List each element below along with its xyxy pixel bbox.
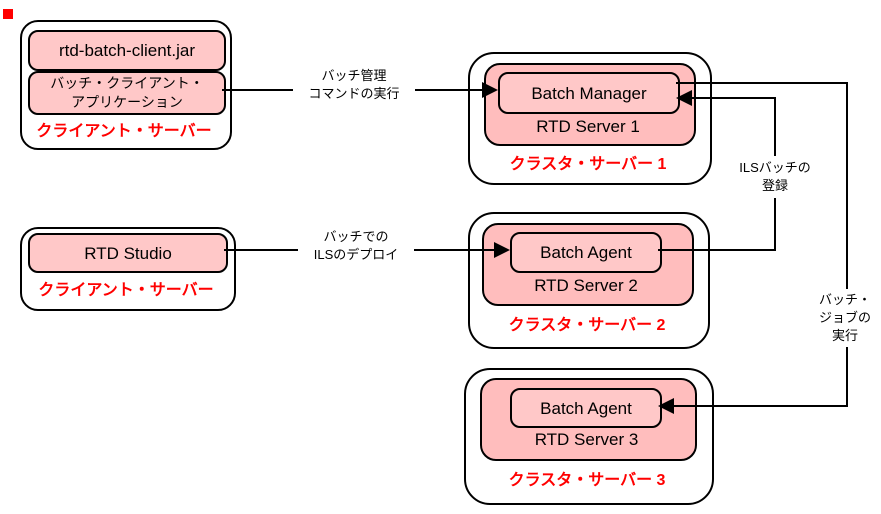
rtd-studio-box: RTD Studio: [28, 233, 228, 273]
batch-agent-3-box: Batch Agent: [510, 388, 662, 428]
connector-ils-register-arrowhead-icon: [676, 90, 692, 106]
cluster-server-3-label: クラスタ・サーバー 3: [508, 472, 666, 489]
cluster-server-2-label: クラスタ・サーバー 2: [508, 317, 666, 334]
rtd-batch-client-jar-box: rtd-batch-client.jar: [28, 30, 226, 71]
client-server-2-label: クライアント・サーバー: [38, 282, 214, 299]
red-square-marker: [3, 9, 13, 19]
rtd-server-3-label: RTD Server 3: [534, 430, 639, 449]
connector-batch-job-arrowhead-icon: [658, 398, 674, 414]
connector-batch-job-line-top: [676, 82, 848, 84]
rtd-studio-label: RTD Studio: [84, 243, 172, 263]
connector-batch-job-line-vertical: [846, 82, 848, 407]
batch-manager-box: Batch Manager: [498, 72, 680, 114]
client-server-1-label: クライアント・サーバー: [36, 123, 212, 140]
connector-ils-register-line-top: [692, 97, 776, 99]
connector-batch-job-line-bottom: [674, 405, 846, 407]
connector-batch-command-arrowhead-icon: [482, 82, 498, 98]
connector-ils-deploy-label: バッチでの ILSのデプロイ: [298, 224, 414, 268]
connector-ils-register-label: ILSバッチの 登録: [726, 156, 824, 198]
batch-agent-2-box: Batch Agent: [510, 232, 662, 273]
batch-client-application-box: バッチ・クライアント・アプリケーション: [28, 71, 226, 115]
batch-agent-2-label: Batch Agent: [540, 243, 632, 262]
rtd-server-1-label: RTD Server 1: [536, 117, 640, 136]
connector-batch-command-label: バッチ管理 コマンドの実行: [293, 63, 415, 107]
batch-agent-3-label: Batch Agent: [540, 398, 632, 418]
rtd-server-2-label: RTD Server 2: [534, 276, 638, 295]
batch-manager-label: Batch Manager: [531, 83, 647, 103]
rtd-batch-client-jar-label: rtd-batch-client.jar: [58, 41, 196, 60]
connector-ils-deploy-arrowhead-icon: [494, 242, 510, 258]
connector-batch-job-label: バッチ・ ジョブの 実行: [806, 289, 881, 347]
connector-ils-register-line-bottom: [658, 249, 776, 251]
cluster-server-1-label: クラスタ・サーバー 1: [509, 156, 667, 173]
batch-client-application-label: バッチ・クライアント・アプリケーション: [50, 75, 204, 110]
